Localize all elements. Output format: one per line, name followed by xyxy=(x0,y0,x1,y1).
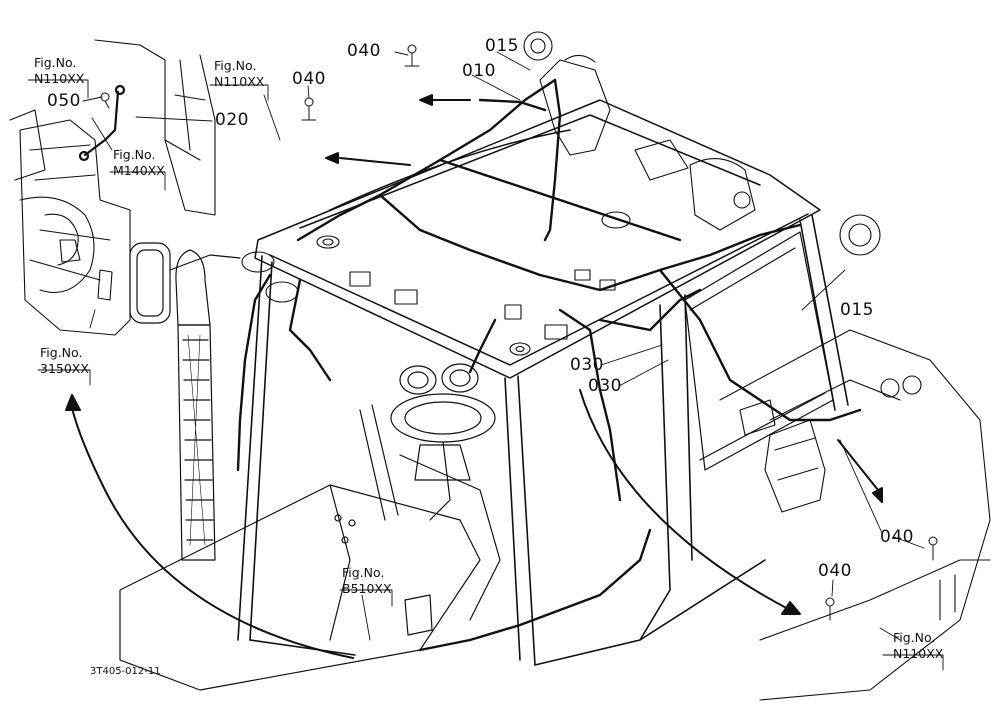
right-fender xyxy=(719,329,991,701)
fig-ref-n110-top-mid: Fig.No. N110XX xyxy=(214,58,264,89)
fig-ref-b510: Fig.No. B510XX xyxy=(342,565,392,596)
reference-arrows xyxy=(65,94,883,659)
exhaust-stack xyxy=(175,249,216,561)
part-040-left: 040 xyxy=(292,69,326,89)
fig-number: B510XX xyxy=(342,581,392,596)
part-015-top: 015 xyxy=(485,36,519,56)
fig-caption: Fig.No. xyxy=(34,55,77,70)
roof-components xyxy=(241,31,881,356)
fig-number: N110XX xyxy=(214,74,265,89)
leader-lines xyxy=(82,51,925,641)
fig-caption: Fig.No. xyxy=(214,58,257,73)
hood-lower xyxy=(119,454,501,691)
fig-ref-m140: Fig.No. M140XX xyxy=(113,147,165,178)
fig-caption: Fig.No. xyxy=(893,630,936,645)
cab-roof xyxy=(254,99,821,379)
fig-number: M140XX xyxy=(113,163,165,178)
fig-ref-3150: Fig.No. 3150XX xyxy=(40,345,89,376)
fig-caption: Fig.No. xyxy=(113,147,156,162)
drawing-reference: 3T405-012-11 xyxy=(90,666,161,677)
part-040-bottom: 040 xyxy=(818,561,852,581)
fig-number: 3150XX xyxy=(40,361,89,376)
part-030-a: 030 xyxy=(570,355,604,375)
part-030-b: 030 xyxy=(588,376,622,396)
rear-window xyxy=(684,231,834,471)
fig-ref-n110-bottom-right: Fig.No. N110XX xyxy=(893,630,943,661)
part-040-top: 040 xyxy=(347,41,381,61)
fig-number: N110XX xyxy=(893,646,944,661)
left-mirror xyxy=(129,242,241,324)
wiring-harness xyxy=(236,78,862,652)
steering-seat xyxy=(359,363,496,521)
fig-caption: Fig.No. xyxy=(342,565,385,580)
part-015-right: 015 xyxy=(840,300,874,320)
part-020: 020 xyxy=(215,110,249,130)
fig-number: N110XX xyxy=(34,71,85,86)
part-050: 050 xyxy=(47,91,81,111)
fig-caption: Fig.No. xyxy=(40,345,83,360)
part-010: 010 xyxy=(462,61,496,81)
ground-cable xyxy=(78,84,126,162)
part-040-right: 040 xyxy=(880,527,914,547)
fig-ref-n110-top-left: Fig.No. N110XX xyxy=(34,55,84,86)
bolts xyxy=(100,44,938,621)
figure-boxes xyxy=(27,79,944,671)
